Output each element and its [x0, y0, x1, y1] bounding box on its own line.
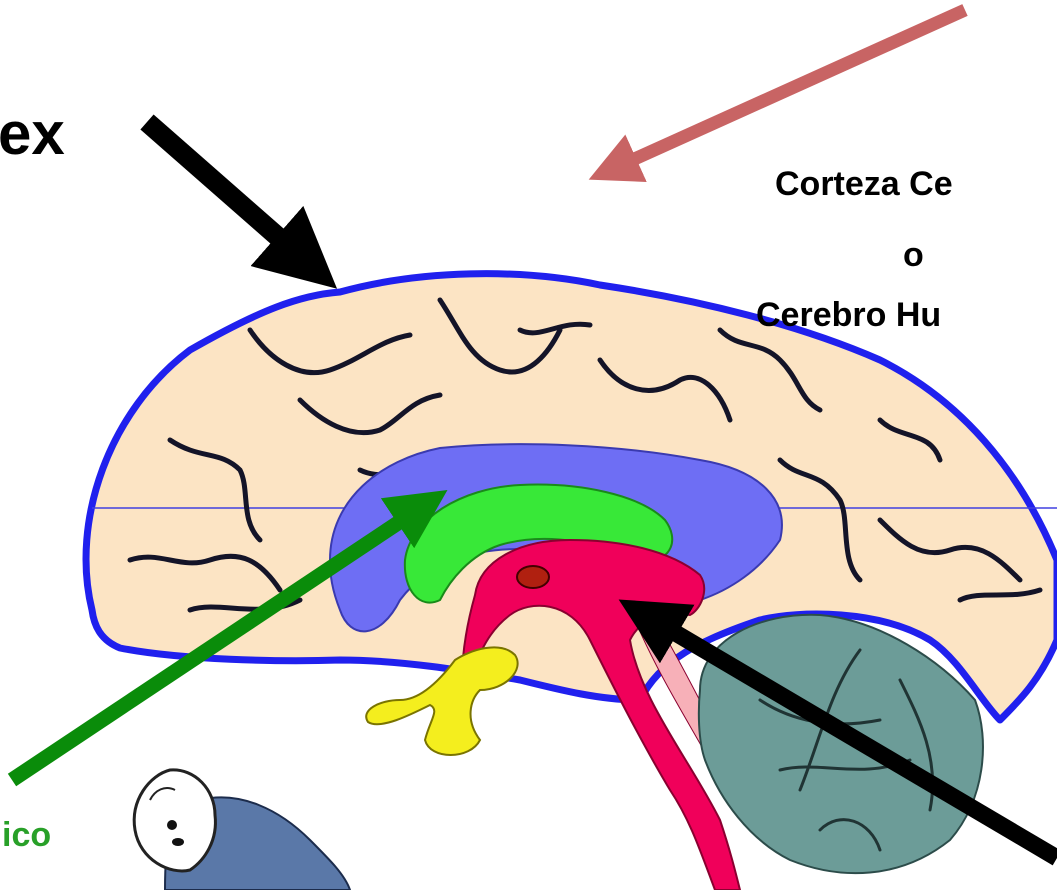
neocortex-label: ex	[0, 104, 65, 164]
dog-illustration	[134, 770, 350, 890]
cerebellum	[699, 615, 983, 873]
corteza-label-line3: Cerebro Hu	[756, 298, 941, 332]
neocortex-arrow	[147, 122, 310, 265]
limbic-label: ico	[2, 818, 51, 852]
corteza-label-line1: Corteza Ce	[775, 167, 953, 201]
thalamus-nucleus	[517, 566, 549, 588]
cortex-red-arrow	[610, 10, 965, 170]
corteza-label-line2: o	[903, 238, 924, 272]
